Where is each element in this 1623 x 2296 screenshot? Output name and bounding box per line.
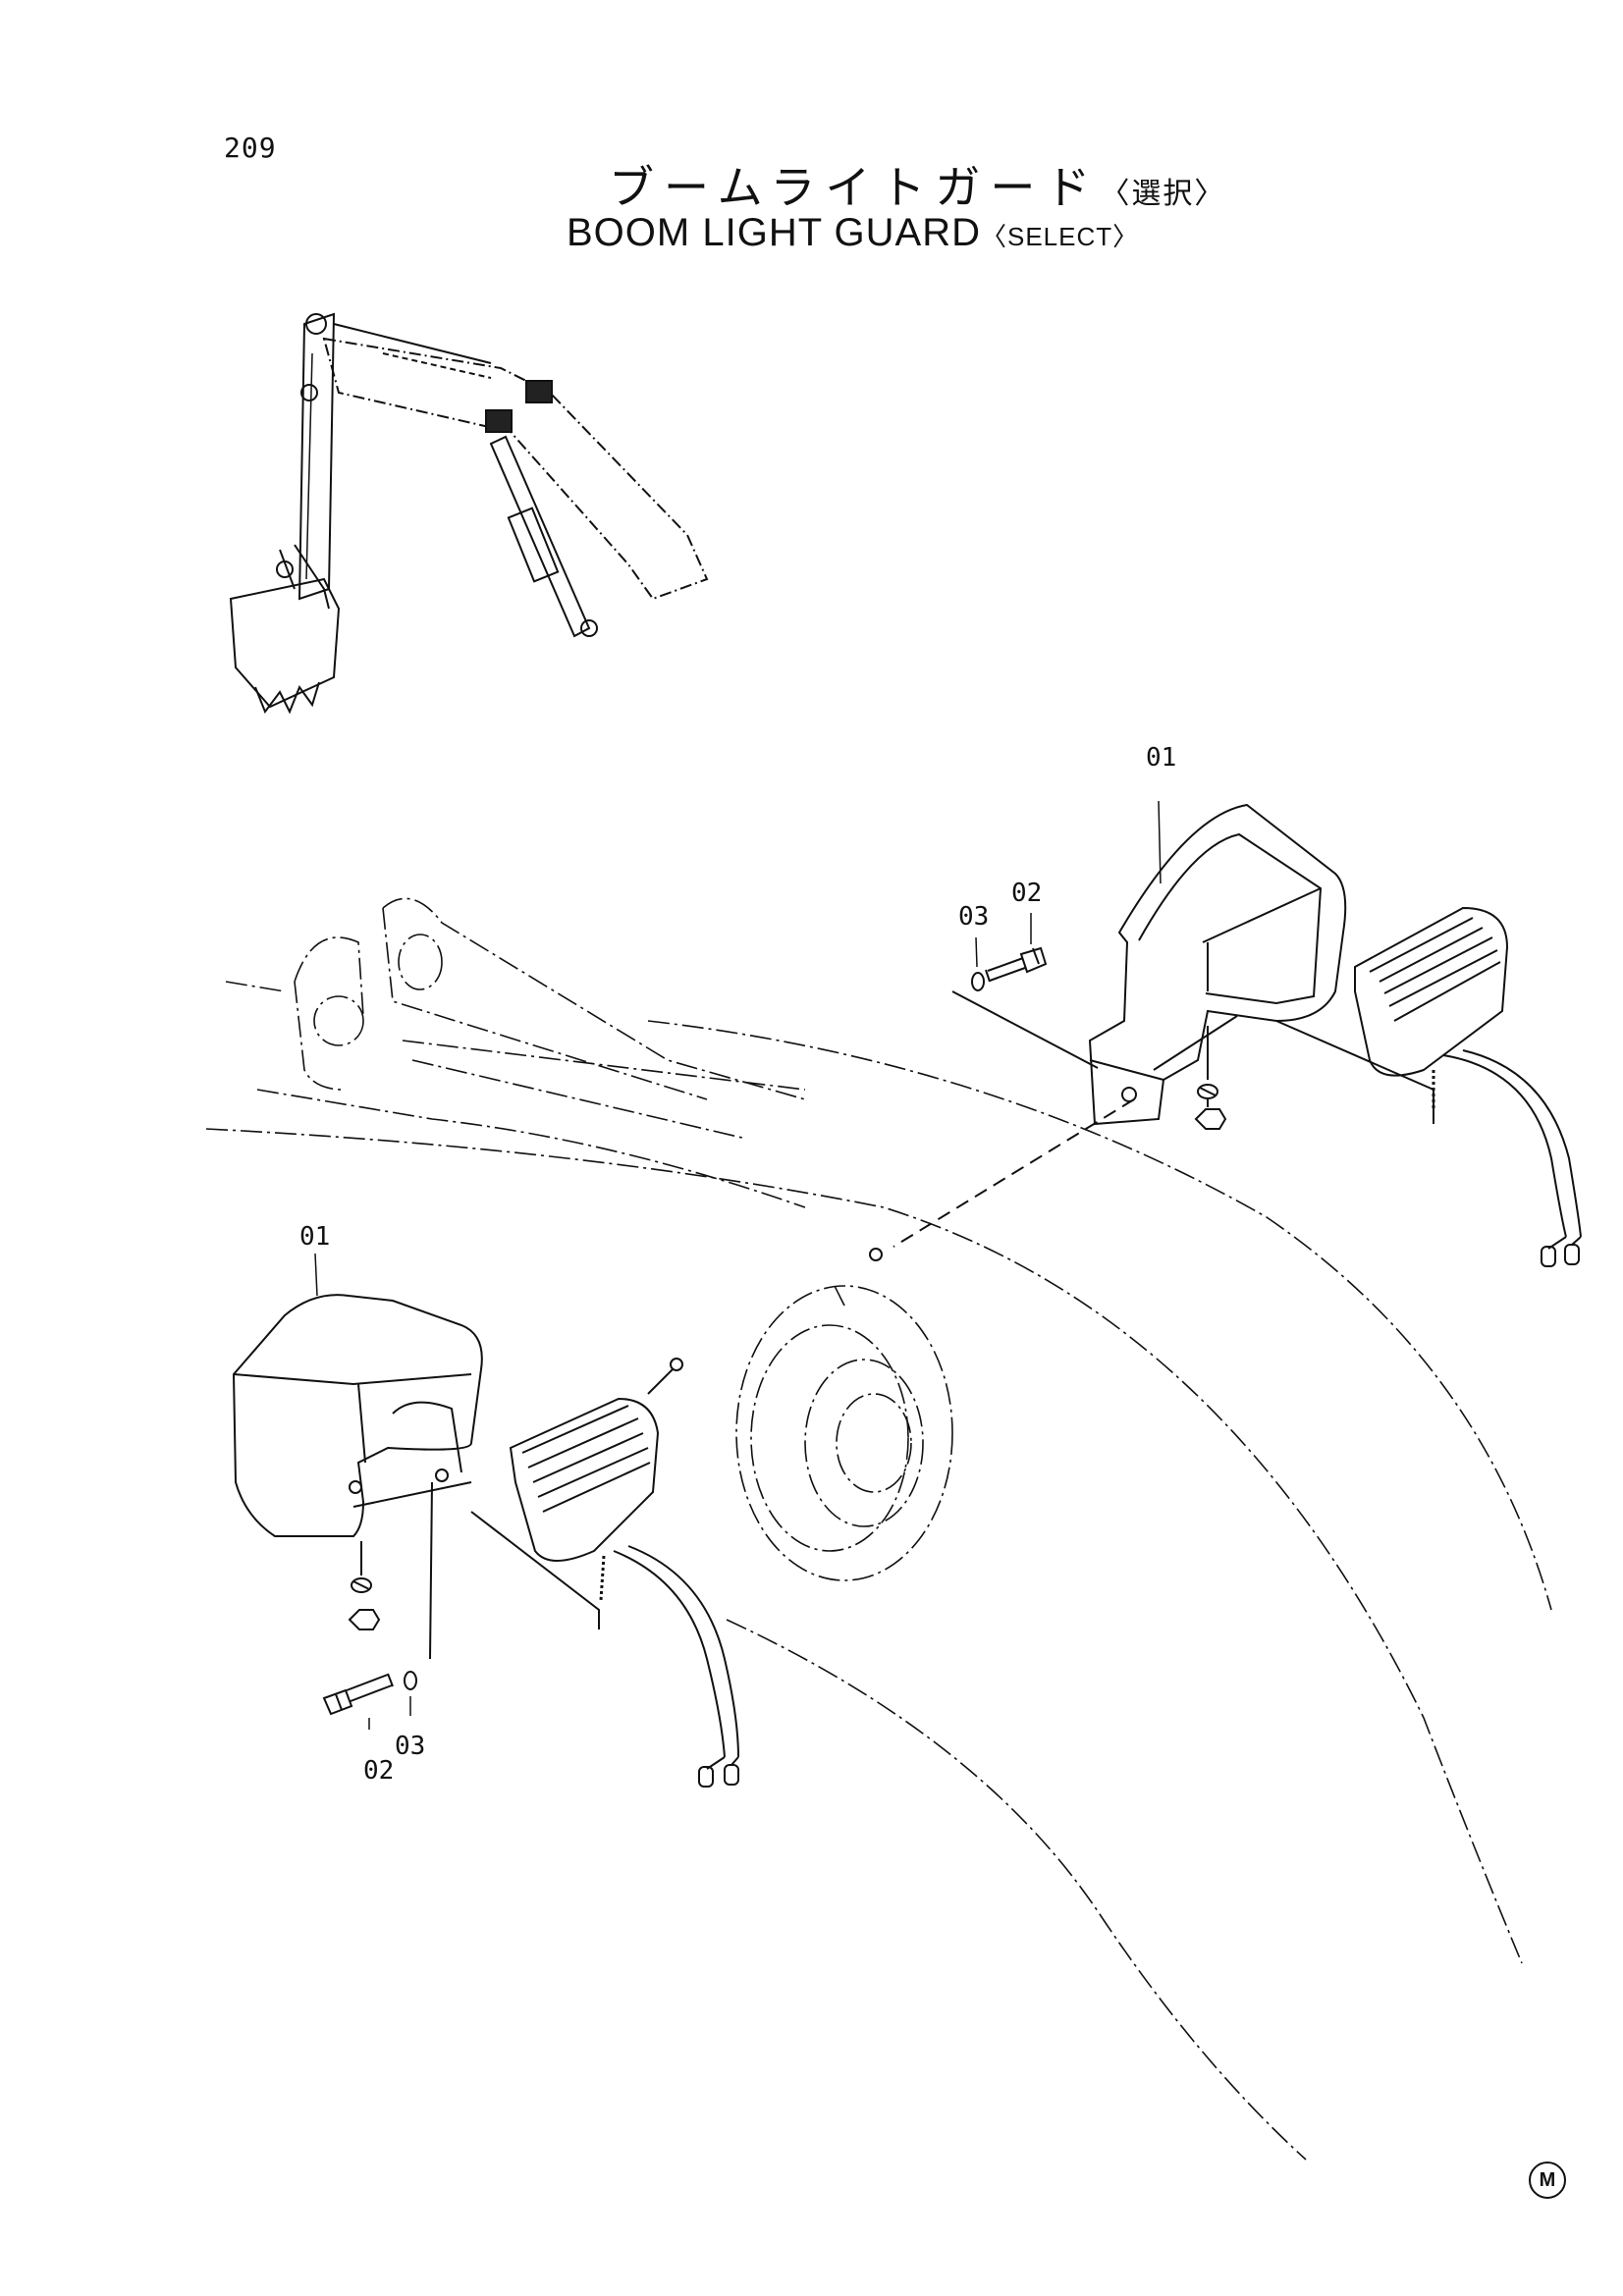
callout-lower-washer-03: 03	[395, 1732, 425, 1761]
lower-guard-part-01	[232, 1294, 483, 1537]
page-number: 209	[224, 132, 277, 164]
upper-mounting-hole	[869, 1248, 883, 1261]
title-english-suffix: 〈SELECT〉	[980, 222, 1140, 251]
title-english-text: BOOM LIGHT GUARD	[567, 211, 981, 254]
lower-light-guard-assembly	[232, 1253, 739, 1788]
lower-bolt-part-02	[322, 1673, 394, 1716]
callout-upper-bolt-02: 02	[1011, 879, 1042, 908]
upper-light-guard-assembly	[951, 800, 1582, 1267]
upper-mounting-leader	[893, 1098, 1135, 1248]
title-english: BOOM LIGHT GUARD〈SELECT〉	[567, 211, 1139, 255]
upper-guard-part-01	[1088, 803, 1347, 1126]
overview-excavator-illustration	[229, 312, 709, 715]
corner-mark: M	[1529, 2162, 1566, 2199]
callout-upper-washer-03: 03	[958, 902, 989, 932]
lower-work-lamp	[509, 1397, 739, 1788]
title-japanese-suffix: 〈選択〉	[1100, 177, 1226, 211]
callout-lower-guard-01: 01	[299, 1222, 330, 1252]
upper-bolt-part-02	[985, 946, 1048, 983]
title-japanese-text: ブームライトガード	[609, 161, 1101, 214]
callout-upper-guard-01: 01	[1146, 743, 1176, 773]
upper-washer-part-03	[971, 972, 985, 991]
callout-lower-bolt-02: 02	[363, 1756, 394, 1786]
title-japanese: ブームライトガード〈選択〉	[609, 152, 1225, 217]
upper-work-lamp	[1354, 906, 1582, 1267]
lower-washer-part-03	[404, 1671, 417, 1690]
boom-phantom-outline	[205, 897, 1552, 2161]
